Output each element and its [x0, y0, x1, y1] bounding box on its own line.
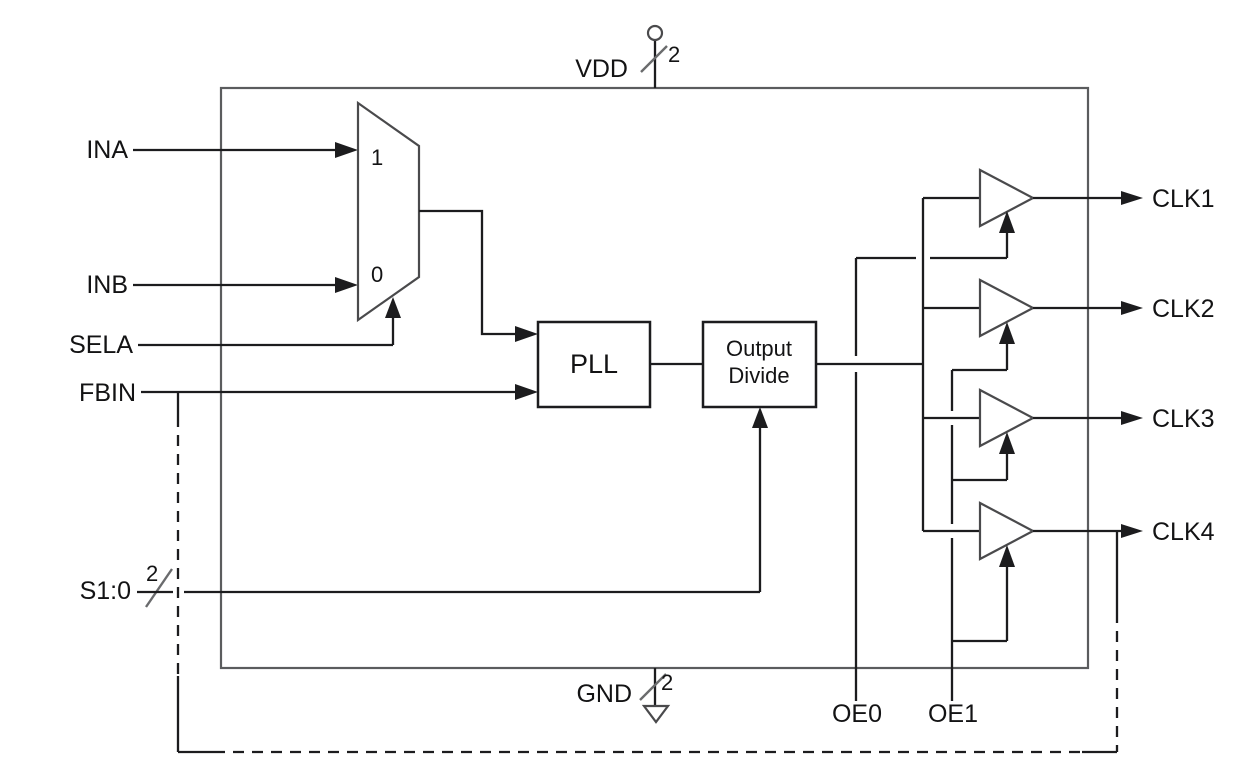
s10-input: S1:0 2 [80, 407, 768, 608]
mux-input1-label: 1 [371, 145, 383, 170]
output-divide-label-line1: Output [726, 336, 792, 361]
fbin-arrowhead-icon [515, 384, 538, 400]
sela-label: SELA [69, 331, 133, 359]
inb-arrowhead-icon [335, 277, 358, 293]
buffer2-enable-arrowhead-icon [999, 322, 1015, 344]
vdd-terminal-icon [646, 24, 664, 42]
oe0-label: OE0 [832, 700, 882, 728]
s10-arrowhead-icon [752, 407, 768, 428]
inb-label: INB [86, 271, 128, 299]
clk2-arrowhead-icon [1121, 301, 1143, 315]
mux-output-wire [419, 209, 516, 336]
s10-bus-slash-icon [145, 568, 173, 608]
ina-arrowhead-icon [335, 142, 358, 158]
s10-bus-width: 2 [146, 561, 158, 586]
gnd-label: GND [576, 680, 632, 708]
clk2-label: CLK2 [1152, 295, 1215, 323]
clk2-buffer-icon [978, 278, 1036, 338]
clk1-label: CLK1 [1152, 185, 1215, 213]
pll-label: PLL [570, 349, 618, 379]
clk4-label: CLK4 [1152, 518, 1215, 546]
ina-input: INA [86, 136, 358, 164]
output-divide-label-line2: Divide [728, 363, 789, 388]
sela-arrowhead-icon [385, 297, 401, 318]
ground-symbol-icon [641, 704, 671, 724]
oe0-net: OE0 [832, 211, 1015, 728]
feedback-path [176, 392, 1119, 754]
fbin-label: FBIN [79, 379, 136, 407]
pll-block: PLL [536, 320, 652, 409]
buffer4-enable-arrowhead-icon [999, 545, 1015, 567]
clk1-output: CLK1 [1033, 185, 1215, 213]
vdd-bus-width: 2 [668, 42, 680, 67]
oe1-net: OE1 [928, 322, 1015, 728]
mux-output-arrowhead-icon [515, 326, 538, 342]
clk4-output: CLK4 [1033, 518, 1215, 546]
clk3-label: CLK3 [1152, 405, 1215, 433]
vdd-label: VDD [575, 55, 628, 83]
gnd-pin: GND 2 [576, 668, 673, 724]
mux-shape [356, 100, 421, 323]
gnd-bus-width: 2 [661, 670, 673, 695]
mux-to-pll-wire [419, 209, 538, 342]
clk4-buffer-icon [978, 501, 1036, 561]
clk3-buffer-icon [978, 388, 1036, 448]
output-divide-block: Output Divide [701, 320, 818, 409]
oe1-label: OE1 [928, 700, 978, 728]
clk2-output: CLK2 [1033, 295, 1215, 323]
mux-input0-label: 0 [371, 262, 383, 287]
sela-input: SELA [69, 297, 401, 359]
clk4-arrowhead-icon [1121, 524, 1143, 538]
clk3-arrowhead-icon [1121, 411, 1143, 425]
inb-input: INB [86, 271, 358, 299]
buffer1-enable-arrowhead-icon [999, 211, 1015, 233]
buffer3-enable-arrowhead-icon [999, 432, 1015, 454]
s10-label: S1:0 [80, 577, 131, 605]
ina-label: INA [86, 136, 128, 164]
fbin-input: FBIN [79, 379, 538, 407]
vdd-bus-slash-icon [640, 45, 668, 73]
input-mux: 1 0 [356, 100, 421, 323]
clk3-output: CLK3 [1033, 405, 1215, 433]
clk1-buffer-icon [978, 168, 1036, 228]
gnd-bus-slash-icon [639, 673, 667, 701]
vdd-pin: VDD 2 [575, 24, 680, 88]
chip-outline [219, 86, 1090, 670]
clk1-arrowhead-icon [1121, 191, 1143, 205]
